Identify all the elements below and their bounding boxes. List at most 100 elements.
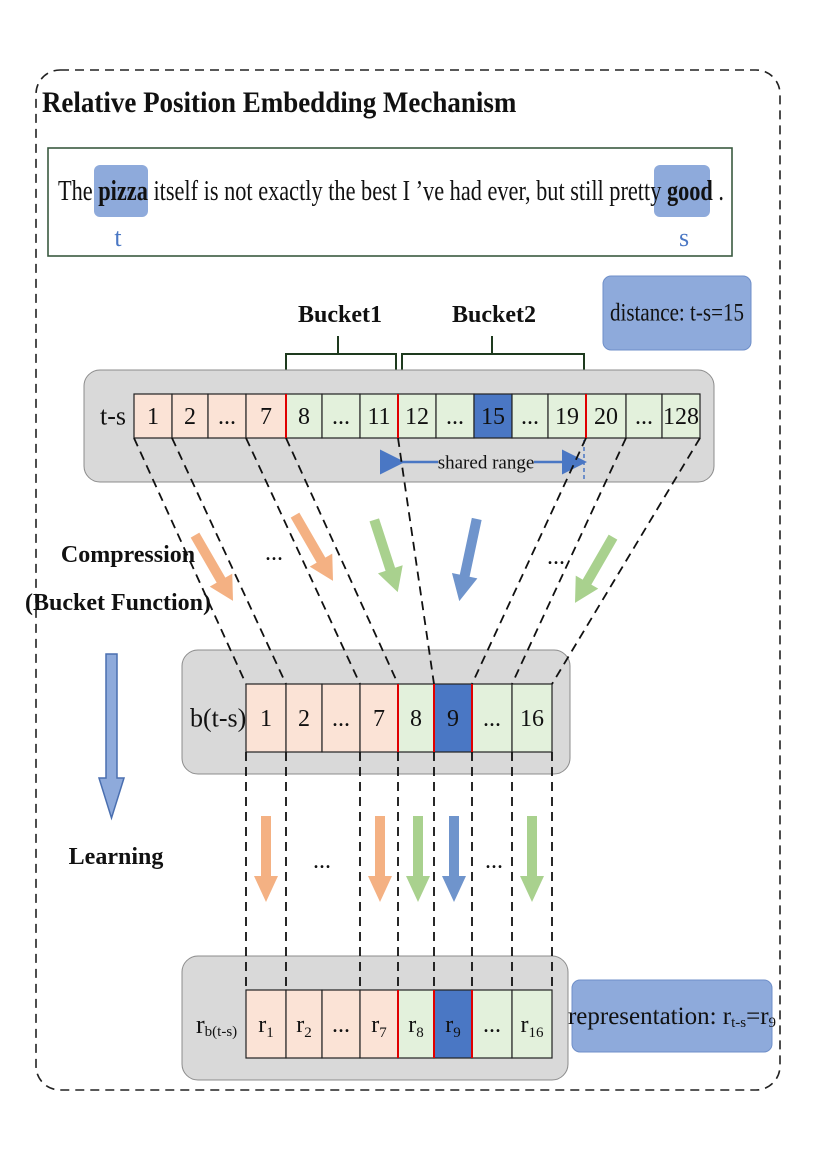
b-cell-label-1: 1 — [260, 706, 272, 732]
representation-sub1: t-s — [731, 1015, 746, 1031]
ts-cell-label-3: ... — [218, 404, 236, 430]
ts-cell-12 — [547, 393, 587, 439]
ts-row-label: t-s — [100, 402, 126, 431]
b-cell-4 — [359, 683, 399, 753]
compression-arrows — [190, 512, 618, 603]
compression-ellipsis-1: ... — [265, 540, 283, 566]
b-cell-7 — [471, 683, 513, 753]
r-cells: r1 r2... r7 r8 r9... r16 — [245, 989, 553, 1059]
r-cell-label-6: r9 — [445, 1012, 461, 1041]
sentence-text: The pizza itself is not exactly the best… — [58, 176, 724, 207]
ts-cell-2 — [171, 393, 209, 439]
word-t: pizza — [98, 176, 148, 207]
sentence-after: . — [713, 176, 724, 207]
ts-cell-label-9: ... — [446, 404, 464, 430]
learning-connectors — [245, 752, 553, 990]
b-cell-label-2: 2 — [298, 706, 310, 732]
compression-label: Compression — [61, 542, 195, 568]
ts-cell-1 — [133, 393, 173, 439]
r-cell-label-7: ... — [483, 1012, 501, 1038]
shared-range-label: shared range — [438, 453, 535, 474]
r-cell-1 — [245, 989, 287, 1059]
green-arrow-1 — [369, 518, 403, 593]
r-cell-label-8: r16 — [521, 1012, 545, 1041]
outer-frame — [35, 69, 781, 1091]
ts-cell-7 — [359, 393, 399, 439]
ts-cell-label-8: 12 — [405, 404, 429, 430]
green-arrow-4 — [520, 816, 544, 902]
bucket-function-label: (Bucket Function) — [25, 590, 211, 616]
marker-t: t — [114, 223, 122, 252]
word-s: good — [667, 176, 713, 207]
compression-connectors — [133, 437, 701, 685]
ts-cell-label-6: ... — [332, 404, 350, 430]
ts-cell-label-1: 1 — [147, 404, 159, 430]
b-cell-label-8: 16 — [520, 706, 544, 732]
word-s-highlight — [654, 165, 710, 217]
diagram-title: Relative Position Embedding Mechanism — [42, 87, 517, 120]
ts-cell-label-15: 128 — [663, 404, 699, 430]
r-cell-label-3: ... — [332, 1012, 350, 1038]
ts-cell-label-13: 20 — [594, 404, 618, 430]
bucket1-label: Bucket1 — [298, 302, 382, 328]
r-cell-label-5: r8 — [408, 1012, 424, 1041]
blue-arrow-1 — [451, 517, 482, 602]
b-cell-label-3: ... — [332, 706, 350, 732]
bucket2-label: Bucket2 — [452, 302, 536, 328]
ts-cell-11 — [511, 393, 549, 439]
ts-cell-label-5: 8 — [298, 404, 310, 430]
ts-cell-label-14: ... — [635, 404, 653, 430]
blue-arrow-2 — [442, 816, 466, 902]
orange-arrow-2 — [290, 512, 333, 581]
r-cell-label-1: r1 — [258, 1012, 274, 1041]
distance-box — [602, 275, 752, 351]
b-cell-2 — [285, 683, 323, 753]
b-row-label: b(t-s) — [190, 704, 246, 733]
bucket1-brace — [285, 336, 397, 370]
green-arrow-2 — [575, 534, 618, 603]
orange-arrow-1 — [190, 532, 233, 601]
ts-cell-6 — [321, 393, 361, 439]
sentence-box — [47, 147, 733, 257]
b-cell-label-5: 8 — [410, 706, 422, 732]
ts-cell-label-4: 7 — [260, 404, 272, 430]
shared-range-label-bg — [438, 450, 534, 474]
learning-label: Learning — [69, 844, 164, 870]
ts-cell-label-7: 11 — [367, 404, 390, 430]
r-row-label: rb(t-s) — [196, 1010, 237, 1041]
ts-cell-15 — [661, 393, 701, 439]
r-cell-5 — [397, 989, 435, 1059]
b-cell-label-6: 9 — [447, 706, 459, 732]
representation-sub2: 9 — [769, 1015, 777, 1031]
sentence-middle: itself is not exactly the best I ’ve had… — [148, 176, 667, 207]
ts-cell-label-12: 19 — [555, 404, 579, 430]
ts-cell-14 — [625, 393, 663, 439]
learning-ellipsis-2: ... — [485, 848, 503, 874]
representation-mid: =r — [746, 1003, 769, 1030]
orange-arrow-3 — [254, 816, 278, 902]
r-row-label-base: r — [196, 1010, 205, 1039]
ts-cell-5 — [285, 393, 323, 439]
ts-cell-13 — [585, 393, 627, 439]
green-arrow-3 — [406, 816, 430, 902]
b-cell-8 — [511, 683, 553, 753]
bucket2-brace — [401, 336, 585, 370]
ts-cell-3 — [207, 393, 247, 439]
compression-ellipsis-2: ... — [547, 544, 565, 570]
r-cell-4 — [359, 989, 399, 1059]
r-row-label-sub: b(t-s) — [205, 1024, 238, 1040]
r-cell-8 — [511, 989, 553, 1059]
b-cell-1 — [245, 683, 287, 753]
marker-s: s — [679, 223, 689, 252]
representation-text: representation: rt-s=r9 — [568, 1003, 776, 1032]
r-cell-label-2: r2 — [296, 1012, 312, 1041]
ts-cell-4 — [245, 393, 287, 439]
r-cell-2 — [285, 989, 323, 1059]
learning-arrows — [254, 816, 544, 902]
ts-cell-10 — [473, 393, 513, 439]
b-cell-label-4: 7 — [373, 706, 385, 732]
r-cell-label-4: r7 — [371, 1012, 387, 1041]
